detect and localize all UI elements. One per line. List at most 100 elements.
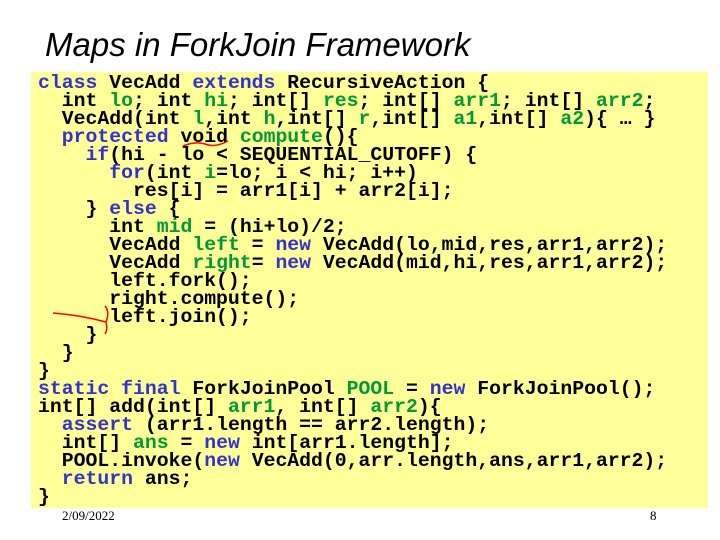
code-text: ,int[] xyxy=(370,108,454,130)
code-line: for(int i=lo; i < hi; i++) xyxy=(38,162,667,184)
page-number: 8 xyxy=(650,508,657,523)
code-text: int[] add(int[] xyxy=(38,396,228,418)
code-text: RecursiveAction { xyxy=(275,72,490,94)
code-line: left.fork(); xyxy=(38,270,667,292)
code-keyword: new xyxy=(204,450,240,472)
code-line: VecAdd right= new VecAdd(mid,hi,res,arr1… xyxy=(38,252,668,274)
code-line: left.join(); xyxy=(38,306,667,328)
code-text: ForkJoinPool(); xyxy=(465,378,656,400)
code-identifier: i xyxy=(204,162,217,184)
code-block: class VecAdd extends RecursiveAction { i… xyxy=(38,72,668,508)
code-identifier: a1 xyxy=(453,108,478,130)
code-text: } xyxy=(38,486,50,508)
code-keyword: new xyxy=(429,378,466,400)
code-identifier: res xyxy=(322,90,359,112)
code-text: ; int[] xyxy=(358,90,454,112)
code-text: (arr1.length == arr2.length); xyxy=(132,414,490,436)
code-text: = xyxy=(394,378,430,400)
code-keyword: new xyxy=(275,252,312,274)
code-line: int lo; int hi; int[] res; int[] arr1; i… xyxy=(38,90,667,112)
code-keyword: protected xyxy=(61,126,169,148)
code-text: VecAdd xyxy=(97,72,193,94)
code-identifier: arr1 xyxy=(227,396,276,418)
code-text: int xyxy=(38,90,110,112)
code-text: ans; xyxy=(132,468,193,490)
code-text: VecAdd xyxy=(38,252,193,274)
code-line: if(hi - lo < SEQUENTIAL_CUTOFF) { xyxy=(38,145,667,165)
code-text: ){ … } xyxy=(584,108,656,130)
code-keyword: for xyxy=(109,162,145,184)
code-text: (){ xyxy=(322,126,359,148)
code-line: int[] ans = new int[arr1.length]; xyxy=(38,432,667,454)
code-text: VecAdd(lo,mid,res,arr1,arr2); xyxy=(311,234,668,256)
code-text: = xyxy=(168,432,205,454)
code-text: right.compute(); xyxy=(38,288,300,310)
code-line: } xyxy=(38,324,667,346)
code-keyword: return xyxy=(61,468,133,490)
code-identifier: arr2 xyxy=(595,90,644,112)
code-identifier: h xyxy=(263,108,276,130)
code-text: =lo; i < hi; i++) xyxy=(216,162,418,184)
code-text: POOL.invoke( xyxy=(38,450,205,472)
code-line: } xyxy=(38,486,667,508)
code-text: VecAdd xyxy=(38,234,193,256)
code-keyword: static xyxy=(38,378,110,400)
code-line: class VecAdd extends RecursiveAction { xyxy=(38,72,667,94)
code-text: int xyxy=(38,216,157,238)
code-line: assert (arr1.length == arr2.length); xyxy=(38,414,667,436)
code-text: } xyxy=(38,360,50,382)
code-text: VecAdd(0,arr.length,ans,arr1,arr2); xyxy=(239,450,668,472)
code-text: res[i] = arr1[i] + arr2[i]; xyxy=(38,180,454,202)
code-text: } xyxy=(38,324,98,346)
code-identifier: arr2 xyxy=(370,396,418,418)
code-text: int[] xyxy=(38,432,133,454)
code-text: ; int[] xyxy=(227,90,323,112)
code-line: int mid = (hi+lo)/2; xyxy=(38,216,667,238)
code-keyword: assert xyxy=(61,414,133,436)
code-identifier: compute xyxy=(239,126,323,148)
code-identifier: r xyxy=(358,108,371,130)
code-line: } xyxy=(38,360,667,382)
code-keyword: new xyxy=(204,432,240,454)
code-line: POOL.invoke(new VecAdd(0,arr.length,ans,… xyxy=(38,450,668,472)
code-identifier: lo xyxy=(109,90,133,112)
code-text: VecAdd(int xyxy=(38,108,193,130)
code-line: static final ForkJoinPool POOL = new For… xyxy=(38,378,667,400)
code-line: res[i] = arr1[i] + arr2[i]; xyxy=(38,180,667,202)
code-text: ; int xyxy=(132,90,205,112)
code-line: right.compute(); xyxy=(38,288,667,310)
code-text: , int[] xyxy=(275,396,371,418)
code-identifier: hi xyxy=(204,90,228,112)
code-keyword: extends xyxy=(192,72,276,94)
code-text: int[arr1.length]; xyxy=(239,432,454,454)
code-text: ){ xyxy=(417,396,442,418)
code-identifier: a2 xyxy=(560,108,585,130)
code-text: ; xyxy=(643,90,656,112)
code-text: ,int[] xyxy=(477,108,561,130)
code-block-background xyxy=(31,72,708,508)
code-identifier: ans xyxy=(132,432,169,454)
code-text: VecAdd(mid,hi,res,arr1,arr2); xyxy=(311,252,668,274)
code-line: int[] add(int[] arr1, int[] arr2){ xyxy=(38,396,667,418)
code-text: ForkJoinPool xyxy=(180,378,347,400)
code-text: } xyxy=(38,198,110,220)
code-identifier: POOL xyxy=(346,378,395,400)
code-identifier: mid xyxy=(156,216,193,238)
code-text: left.join(); xyxy=(38,306,252,328)
code-line: } else { xyxy=(38,198,667,220)
code-keyword: new xyxy=(275,234,312,256)
code-line: VecAdd left = new VecAdd(lo,mid,res,arr1… xyxy=(38,234,668,256)
code-keyword: else xyxy=(109,198,157,220)
code-line: protected void compute(){ xyxy=(38,126,667,148)
code-text: left.fork(); xyxy=(38,270,252,292)
slide-title: Maps in ForkJoin Framework xyxy=(45,26,471,63)
code-text: = xyxy=(251,252,276,274)
code-text: ,int xyxy=(204,108,264,130)
code-text: = xyxy=(239,234,276,256)
code-text: { xyxy=(156,198,181,220)
code-line: return ans; xyxy=(38,468,667,490)
code-text: = (hi+lo)/2; xyxy=(192,216,347,238)
code-identifier: l xyxy=(192,108,205,130)
code-identifier: left xyxy=(192,234,240,256)
code-text: ; int[] xyxy=(501,90,596,112)
